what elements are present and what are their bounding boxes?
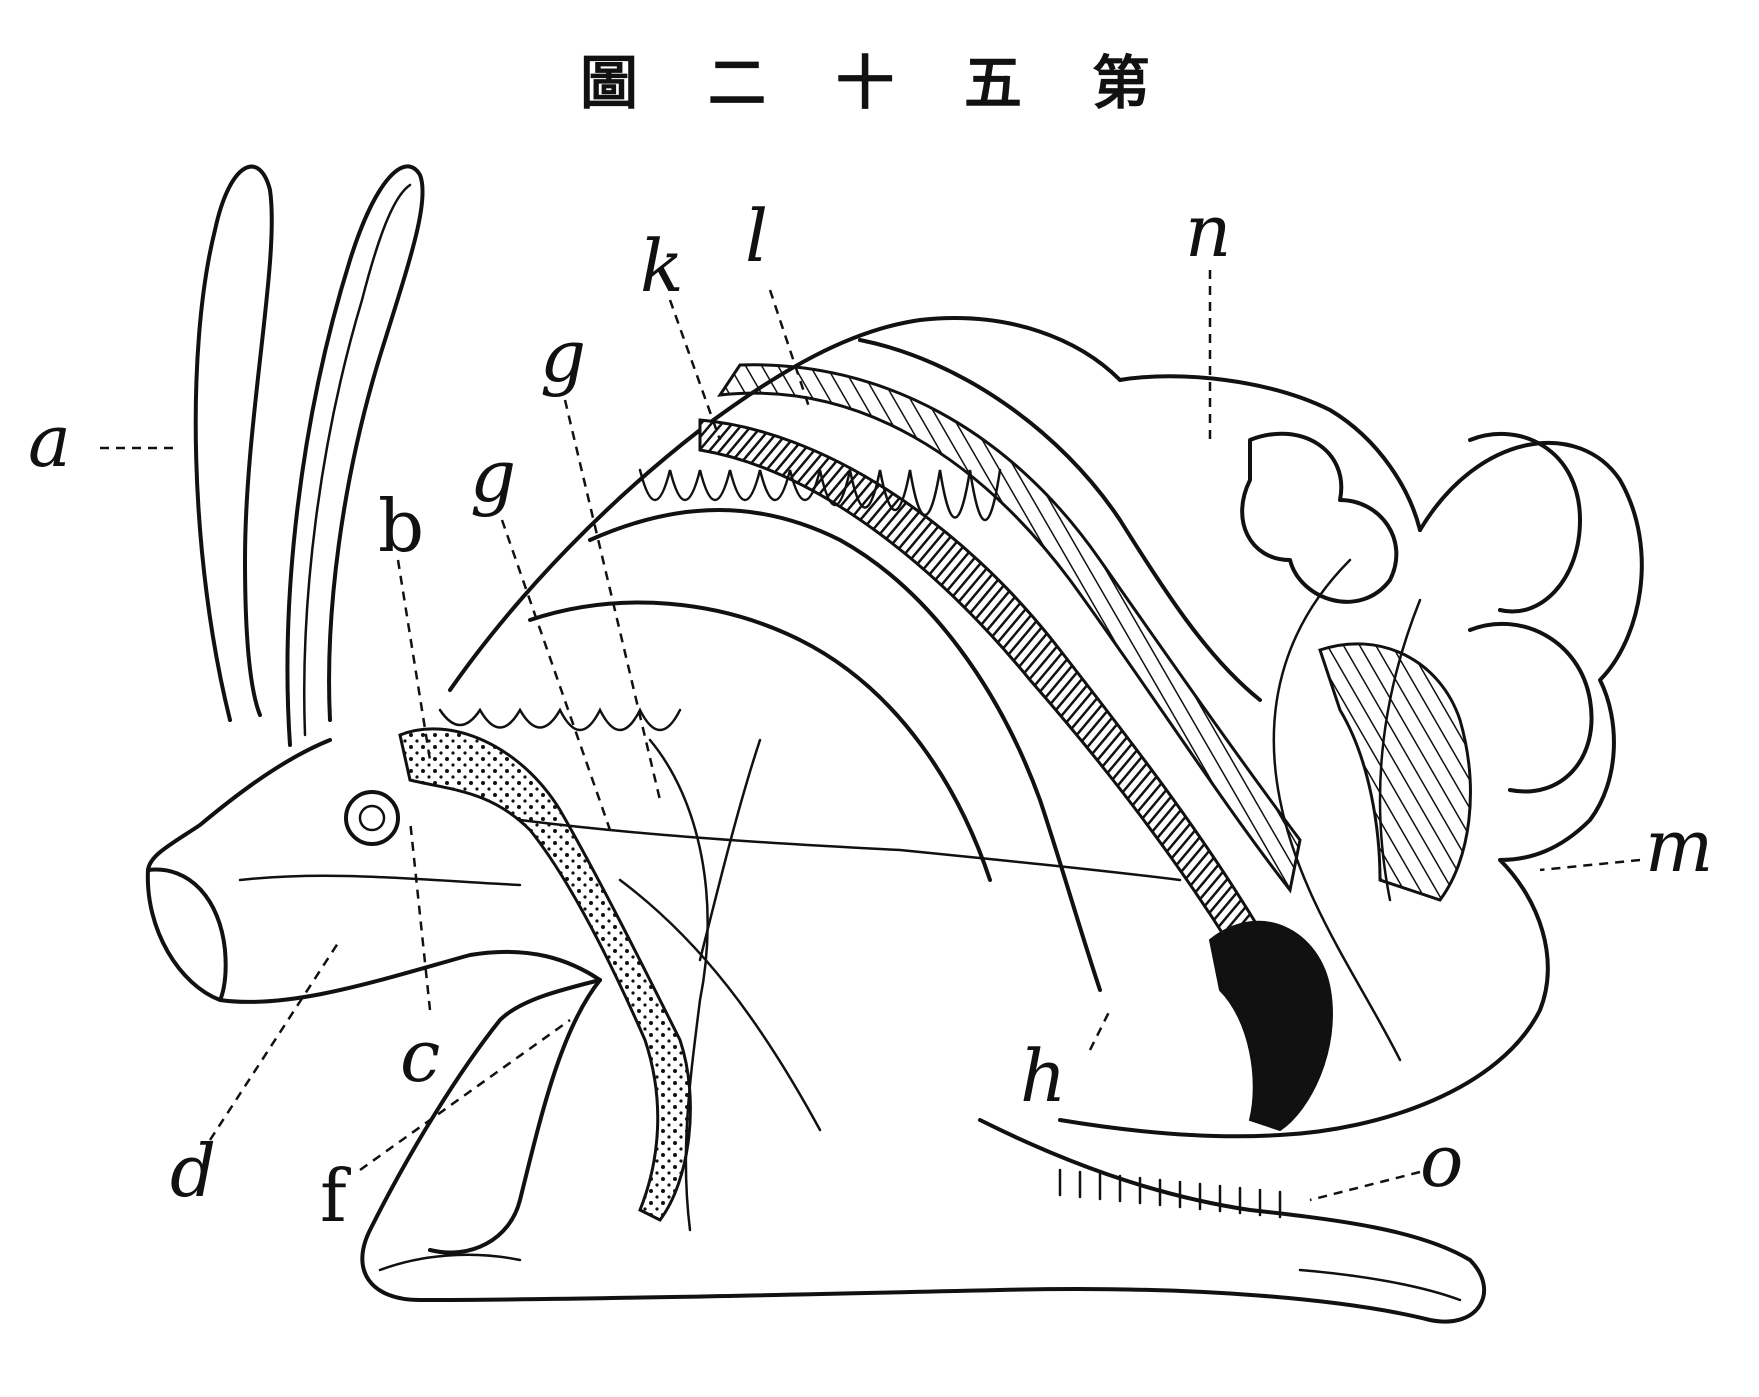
dark-organ [1210, 922, 1332, 1130]
label-j: g [540, 320, 586, 392]
label-o: o [1420, 1125, 1463, 1197]
label-a: a [28, 405, 71, 477]
tentacles [196, 166, 423, 745]
label-c: c [400, 1020, 440, 1092]
label-h: h [1020, 1040, 1066, 1112]
label-g: g [470, 440, 516, 512]
label-f: f [320, 1160, 347, 1232]
label-d: d [170, 1135, 216, 1207]
label-l: l [745, 200, 768, 272]
label-b: b [378, 490, 424, 562]
label-m: m [1645, 810, 1713, 882]
dotted-duct [400, 729, 690, 1220]
digestive-gland [1242, 434, 1591, 900]
label-n: n [1185, 195, 1231, 267]
label-k: k [640, 230, 684, 302]
